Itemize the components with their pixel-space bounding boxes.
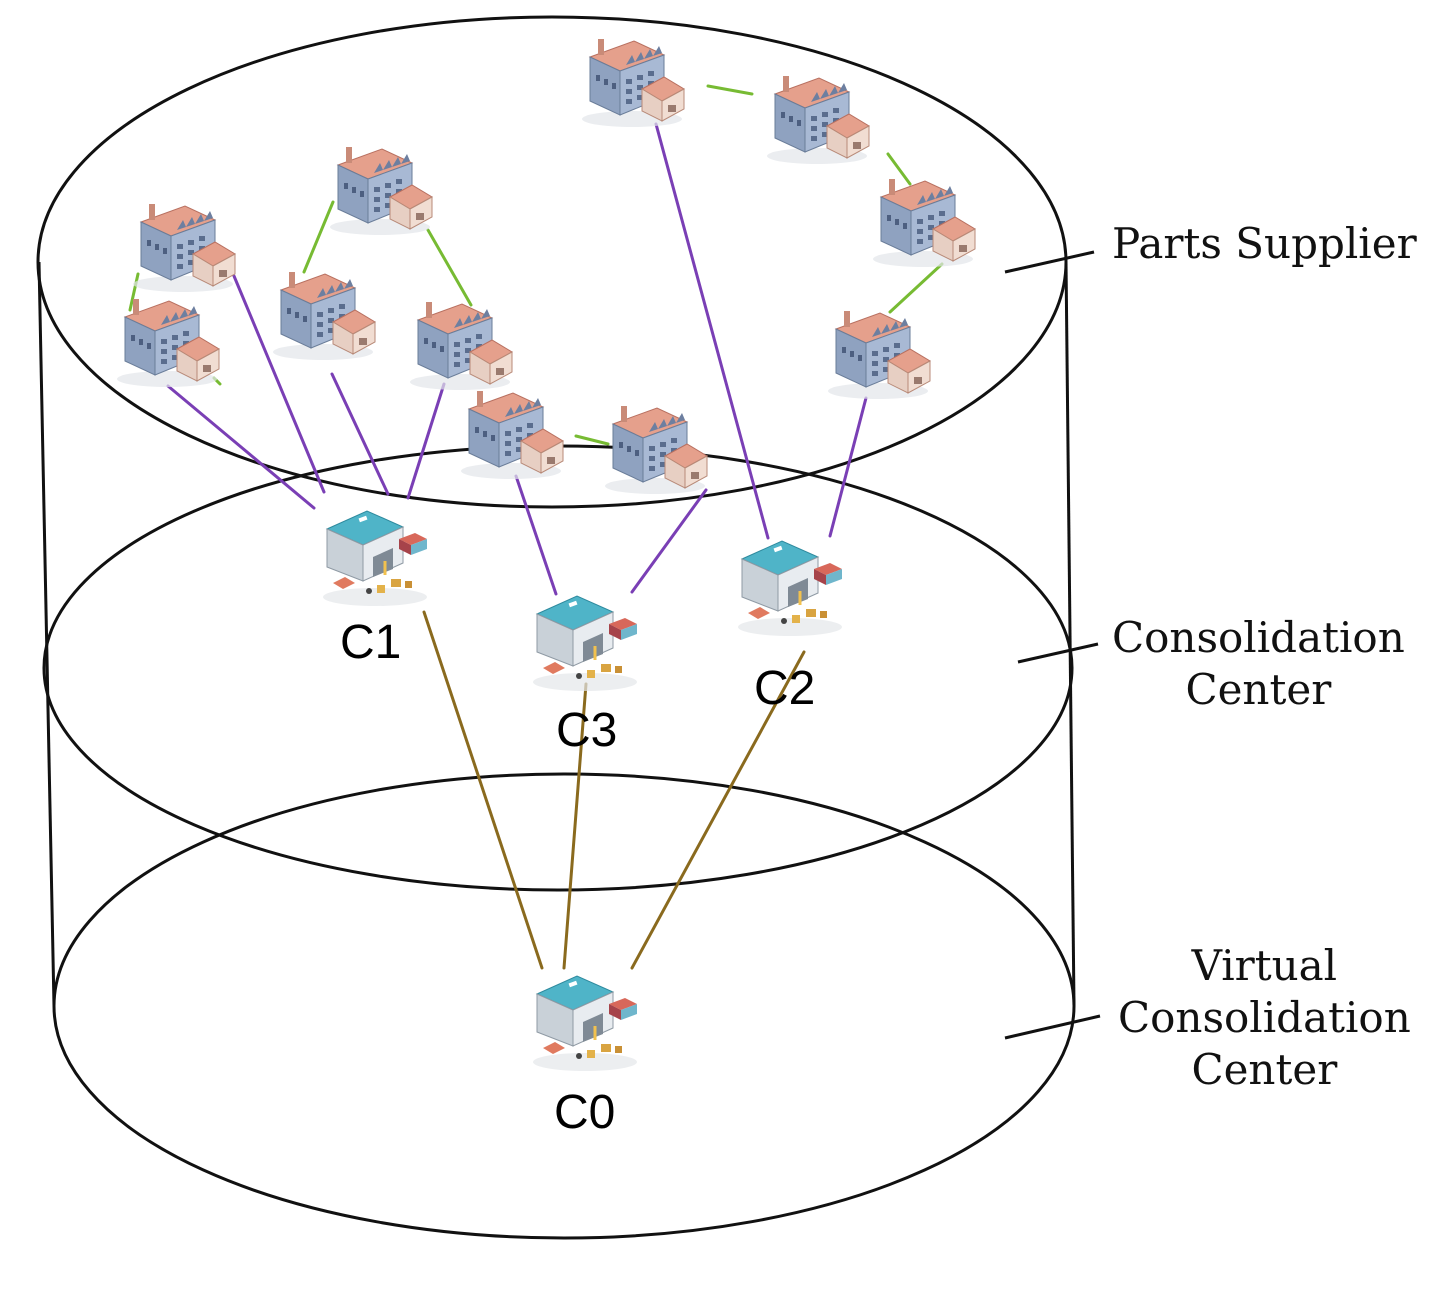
supplier-to-center-link: [828, 396, 868, 538]
node-label-c3: C3: [556, 704, 618, 757]
leader-line-virtual-consolidation-center: [1004, 1014, 1101, 1040]
cylinder-right-edge: [1064, 261, 1076, 1007]
center-to-virtual-link: [562, 682, 588, 970]
center-to-virtual-link: [630, 650, 806, 970]
supplier-link: [706, 84, 754, 96]
supplier-link: [426, 228, 473, 307]
factory-icon: [133, 204, 237, 292]
factory-icon: [605, 406, 709, 494]
network-links: [128, 84, 944, 970]
supplier-to-center-link: [630, 488, 708, 594]
leader-line-parts-supplier: [1004, 250, 1095, 274]
layer-label-line: Center: [1191, 1045, 1338, 1094]
supplier-to-center-link: [654, 122, 770, 540]
label-leader-lines: [1004, 250, 1101, 1040]
supplier-to-center-link: [330, 372, 390, 496]
factory-icon: [873, 179, 977, 267]
layer-label-parts-supplier: Parts Supplier: [1112, 218, 1417, 270]
cylinder-left-edge: [37, 261, 56, 1007]
warehouse-icon: [738, 540, 842, 636]
factory-icon: [330, 147, 434, 235]
layer-label-line: Virtual: [1191, 941, 1338, 990]
supplier-link: [128, 272, 140, 312]
network-nodes: [117, 39, 977, 1071]
supplier-to-center-link: [166, 384, 316, 510]
layer-label-line: Consolidation: [1112, 613, 1405, 662]
factory-icon: [767, 76, 871, 164]
factory-icon: [410, 302, 514, 390]
factory-icon: [273, 272, 377, 360]
factory-icon: [461, 391, 565, 479]
supplier-to-center-link: [406, 382, 446, 500]
layer-label-line: Center: [1185, 665, 1332, 714]
supplier-to-center-link: [514, 474, 558, 596]
supplier-link: [888, 262, 944, 314]
center-to-virtual-link: [422, 610, 544, 970]
layer-label-line: Consolidation: [1118, 993, 1411, 1042]
factory-icon: [117, 299, 221, 387]
node-label-c2: C2: [754, 662, 816, 715]
warehouse-icon: [533, 595, 637, 691]
factory-icon: [828, 311, 932, 399]
supplier-to-center-link: [232, 274, 326, 494]
supplier-link: [886, 152, 912, 186]
warehouse-icon: [533, 975, 637, 1071]
layer-label-line: Parts Supplier: [1112, 219, 1417, 268]
supplier-link: [574, 434, 610, 446]
node-label-c0: C0: [554, 1086, 616, 1139]
node-label-c1: C1: [340, 616, 402, 669]
layer-label-virtual-consolidation-center: Virtual Consolidation Center: [1118, 940, 1411, 1096]
leader-line-consolidation-center: [1017, 642, 1099, 664]
factory-icon: [582, 39, 686, 127]
layer-label-consolidation-center: Consolidation Center: [1112, 612, 1405, 716]
supplier-link: [302, 200, 335, 274]
warehouse-icon: [323, 510, 427, 606]
